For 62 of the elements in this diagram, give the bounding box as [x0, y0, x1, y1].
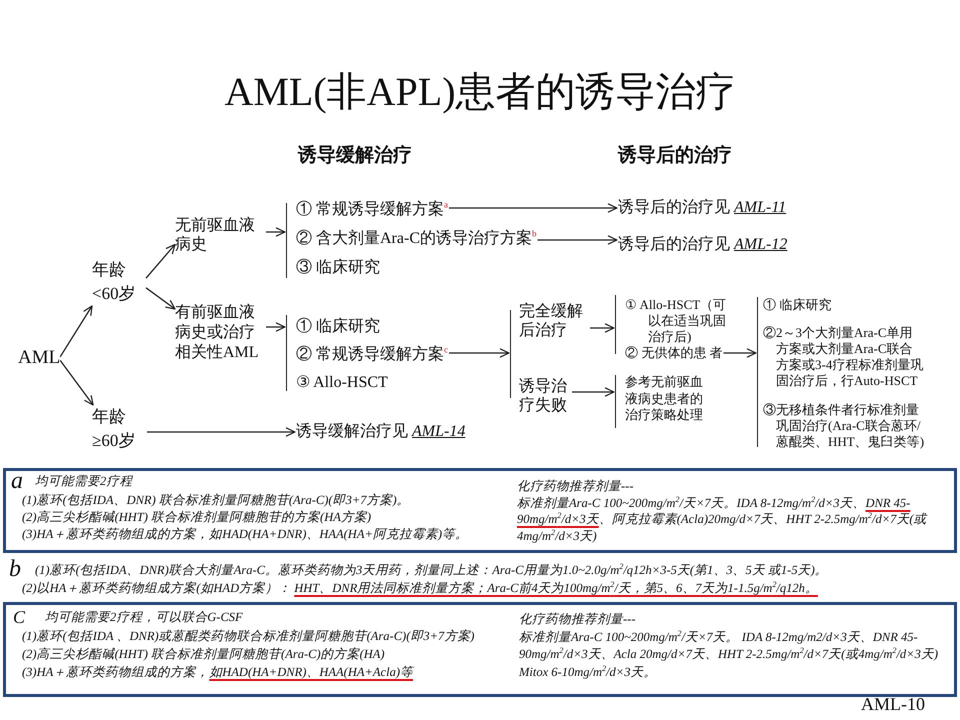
footnote-heading: 均可能需要2疗程 [35, 473, 132, 489]
arrow [724, 348, 757, 358]
footnote-line: (2)高三尖杉酯碱(HHT) 联合标准剂量阿糖胞苷的方案(HA方案) [22, 509, 372, 525]
option-item: ① Allo-HSCT（可以在适当巩固治疗后) [625, 297, 733, 345]
footnote-line: (3)HA＋蒽环类药物组成的方案，如HAD(HA+DNR)、HAA(HA+阿克拉霉素)等。 [22, 526, 468, 542]
arrow [60, 305, 93, 358]
note-text: 参考无前驱血液病史患者的治疗策略处理 [625, 374, 707, 424]
history-label: 无前驱血液病史 [175, 216, 265, 254]
outcome-label: 完全缓解后治疗 [519, 302, 589, 340]
arrow [266, 227, 286, 237]
option-item: ③ 临床研究 [296, 257, 380, 279]
age-group-label: 年龄≥60岁 [92, 405, 146, 453]
footnote-line: (2)以HA＋蒽环类药物组成方案(如HAD方案）： HHT、DNR用法同标准剂量方案；Ara-C前4天为100mg/m$^{2}$/天，第5、6、7天为1-1.5g/m$^{2}$/q12h。 [22, 580, 819, 596]
option-item: ③ Allo-HSCT [296, 372, 388, 394]
arrow [538, 235, 618, 245]
arrow [572, 387, 615, 397]
page-link: AML-14 [412, 423, 466, 440]
footnote-line: (2)高三尖杉酯碱(HHT) 联合标准剂量阿糖胞苷(Ara-C)的方案(HA) [22, 646, 385, 662]
dosage-text: 标准剂量Ara-C 100~200mg/m$^{2}$/天×7天。 IDA 8-12mg/m2/d×3天、DNR 45-90mg/m$^{2}$/d×3天、Acla 20mg/d×7天、HHT 2-2.5mg/m$^{2}$/d×7天(或4mg/m$^{2}$/d×3天) [519, 628, 940, 663]
arrow [60, 360, 94, 406]
arrow [266, 322, 286, 332]
option-item: ② 无供体的患 者 [625, 345, 722, 361]
column-heading: 诱导缓解治疗 [298, 143, 412, 167]
arrow [449, 348, 510, 358]
footnote-line: (1)蒽环(包括IDA、DNR) 联合标准剂量阿糖胞苷(Ara-C)(即3+7方案)。 [22, 492, 410, 508]
option-item: ③无移植条件者行标准剂量巩固治疗(Ara-C联合蒽环/蒽醌类、HHT、鬼臼类等) [763, 402, 930, 450]
arrow [449, 203, 618, 213]
outcome-label: 诱导治疗失败 [519, 377, 571, 415]
footnote-line: (3)HA＋蒽环类药物组成的方案，如HAD(HA+DNR)、HAA(HA+Acla)等 [22, 664, 413, 680]
page-number: AML-10 [861, 693, 925, 715]
option-item: ① 临床研究 [296, 316, 380, 338]
footnote-heading: 均可能需要2疗程，可以联合G-CSF [45, 609, 243, 625]
reference-text: 诱导后的治疗见 AML-12 [618, 234, 788, 256]
option-item: ② 含大剂量Ara-C的诱导治疗方案$^{b}$ [296, 228, 536, 250]
option-item: ① 常规诱导缓解方案$^{a}$ [296, 199, 448, 221]
title: AML(非APL)患者的诱导治疗 [224, 68, 736, 116]
reference-text: 诱导后的治疗见 AML-11 [618, 197, 786, 219]
reference-text: 诱导缓解治疗见 AML-14 [296, 421, 466, 443]
page-link: AML-12 [734, 236, 788, 253]
history-label: 有前驱血液病史或治疗相关性AML [175, 303, 265, 363]
dosage-heading: 化疗药物推荐剂量--- [517, 478, 634, 494]
dosage-text: Mitox 6-10mg/m$^{2}$/d×3天。 [519, 664, 658, 681]
arrow [146, 287, 176, 310]
page-link: AML-11 [734, 199, 786, 216]
option-item: ① 临床研究 [763, 297, 832, 313]
arrow [146, 244, 176, 279]
footnote-letter: b [9, 557, 21, 581]
age-group-label: 年龄<60岁 [92, 258, 146, 306]
arrow [590, 323, 615, 333]
arrow [147, 427, 296, 437]
option-item: ②2～3个大剂量Ara-C单用方案或大剂量Ara-C联合方案或3-4疗程标准剂量巩固治疗后，行Auto-HSCT [763, 325, 924, 389]
option-item: ② 常规诱导缓解方案$^{c}$ [296, 344, 448, 366]
footnote-line: (1)蒽环(包括IDA、DNR)联合大剂量Ara-C。蒽环类药物为3天用药，剂量同上述：Ara-C用量为1.0~2.0g/m$^{2}$/q12h×3-5天(第1、3、5天 或1-5天)。 [35, 562, 829, 578]
dosage-text: 标准剂量Ara-C 100~200mg/m$^{2}$/天×7天。IDA 8-12mg/m$^{2}$/d×3天、DNR 45-90mg/m$^{2}$/d×3天、阿克拉霉素(Acla)20mg/d×7天、HHT 2-2.5mg/m$^{2}$/d×7天(或4mg/m$^{2}$/d×3天) [517, 494, 928, 544]
footnote-panel [3, 468, 957, 553]
footnote-panel [3, 602, 957, 697]
footnote-letter: a [11, 469, 23, 493]
footnote-line: (1)蒽环(包括IDA 、DNR)或蒽醌类药物联合标准剂量阿糖胞苷(Ara-C)(即3+7方案) [22, 628, 474, 644]
column-heading: 诱导后的治疗 [618, 143, 732, 167]
footnote-letter: C [13, 608, 26, 626]
dosage-heading: 化疗药物推荐剂量--- [519, 611, 636, 628]
root-label: AML [18, 346, 60, 370]
